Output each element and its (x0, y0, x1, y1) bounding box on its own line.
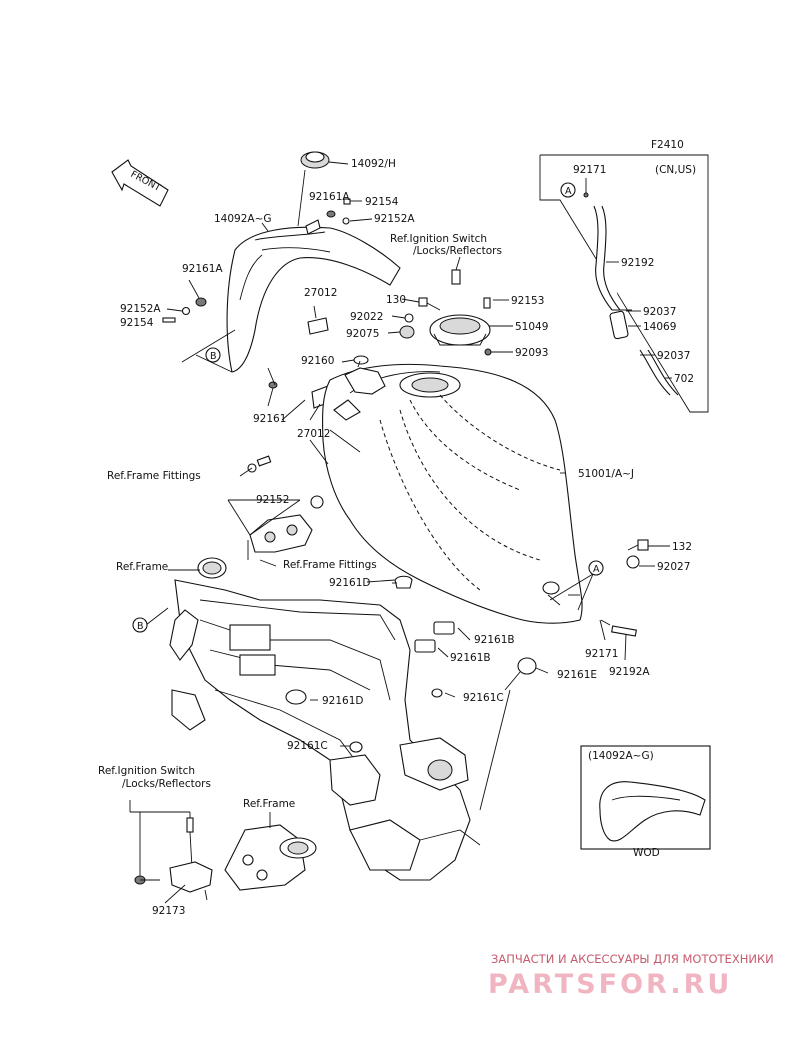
label-14092a-g: 14092A~G (214, 213, 272, 225)
cap-14092h (300, 151, 349, 169)
label-92037-a: 92037 (643, 306, 676, 318)
label-92075: 92075 (346, 328, 379, 340)
label-92154-left: 92154 (120, 317, 154, 329)
label-92154-top: 92154 (365, 196, 399, 208)
wod-inset (580, 745, 711, 850)
front-arrow-icon: FRONT (111, 159, 169, 207)
label-92192a: 92192A (609, 666, 650, 678)
fuel-tank (321, 363, 583, 624)
right-small-parts (600, 539, 649, 637)
label-92152a-left: 92152A (120, 303, 161, 315)
callout-b-frame: B (132, 617, 148, 633)
grommet-cluster-left (162, 279, 207, 323)
label-92161d-b: 92161D (322, 695, 364, 707)
label-92161d-a: 92161D (329, 577, 371, 589)
label-92171-bottom: 92171 (585, 648, 618, 660)
label-92160: 92160 (301, 355, 334, 367)
callout-a-right: A (588, 560, 604, 576)
label-702: 702 (674, 373, 694, 385)
label-51049: 51049 (515, 321, 548, 333)
label-ref-frame-2: Ref.Frame (243, 798, 295, 810)
label-92161b-a: 92161B (474, 634, 515, 646)
svg-text:A: A (593, 564, 600, 575)
label-27012-b: 27012 (297, 428, 330, 440)
frame-fittings-bolts (247, 455, 324, 509)
callout-b-left: B (205, 347, 221, 363)
label-92192: 92192 (621, 257, 654, 269)
label-92161e: 92161E (557, 669, 597, 681)
label-ref-ignition-top-2: /Locks/Reflectors (413, 245, 502, 257)
wod-label: WOD (633, 847, 660, 859)
callout-a-top: A (560, 182, 576, 198)
tank-cover (226, 219, 401, 373)
label-92037-b: 92037 (657, 350, 690, 362)
leader-lines (129, 169, 627, 904)
label-92153: 92153 (511, 295, 544, 307)
label-92161b-b: 92161B (450, 652, 491, 664)
label-92152a-top: 92152A (374, 213, 415, 225)
label-92161c-b: 92161C (287, 740, 328, 752)
label-ref-frame-fittings-1: Ref.Frame Fittings (107, 470, 201, 482)
label-92161a-left: 92161A (182, 263, 223, 275)
label-92171-top: 92171 (573, 164, 606, 176)
bolt-92161a-top (326, 198, 373, 225)
ignition-lock-parts (134, 817, 317, 901)
label-92093: 92093 (515, 347, 548, 359)
tank-bracket (247, 514, 313, 560)
svg-text:B: B (137, 621, 144, 632)
label-ref-frame-fittings-2: Ref.Frame Fittings (283, 559, 377, 571)
motorcycle-frame (169, 579, 481, 881)
watermark-logo: PARTSFOR.RU (488, 969, 732, 1000)
label-14069: 14069 (643, 321, 676, 333)
label-92022: 92022 (350, 311, 383, 323)
svg-text:B: B (210, 351, 217, 362)
label-ref-ignition-bottom-1: Ref.Ignition Switch (98, 765, 195, 777)
label-92027: 92027 (657, 561, 690, 573)
label-ref-ignition-bottom-2: /Locks/Reflectors (122, 778, 211, 790)
label-14092h: 14092/H (351, 158, 396, 170)
label-132: 132 (672, 541, 692, 553)
label-92161a-top: 92161A (309, 191, 350, 203)
svg-text:A: A (565, 186, 572, 197)
figure-code: F2410 (651, 139, 684, 151)
label-92152: 92152 (256, 494, 289, 506)
inset-label: (14092A~G) (588, 750, 654, 762)
label-ref-frame-1: Ref.Frame (116, 561, 168, 573)
label-92161: 92161 (253, 413, 286, 425)
region-note: (CN,US) (655, 164, 696, 176)
label-92161c-a: 92161C (463, 692, 504, 704)
grommets-92160 (267, 355, 369, 407)
label-27012-a: 27012 (304, 287, 337, 299)
watermark-line1: ЗАПЧАСТИ И АКСЕССУАРЫ ДЛЯ МОТОТЕХНИКИ (491, 952, 774, 966)
filler-cap-assembly (399, 256, 492, 356)
label-51001: 51001/A~J (578, 468, 634, 480)
rubber-pads (285, 575, 537, 753)
hose-inset (539, 154, 709, 413)
filler-ring (197, 557, 227, 579)
label-92173: 92173 (152, 905, 185, 917)
label-ref-ignition-top-1: Ref.Ignition Switch (390, 233, 487, 245)
label-130: 130 (386, 294, 406, 306)
